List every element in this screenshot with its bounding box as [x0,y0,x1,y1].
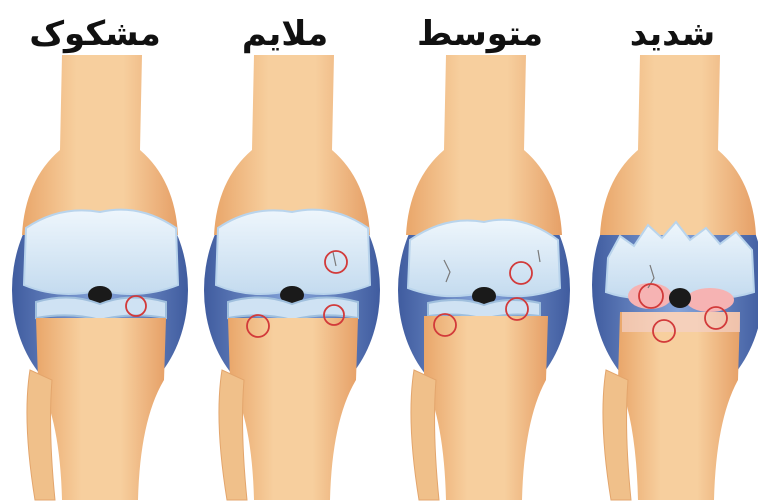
femur-bone [600,55,756,235]
tibia-bone [228,318,358,500]
fibula-bone [27,370,55,500]
femur-cartilage [24,210,178,294]
femur-cartilage [408,220,560,296]
knee-severe [592,55,758,500]
fibula-bone [603,370,631,500]
femur-cartilage [216,210,370,294]
tibia-bone [36,318,166,500]
femur-bone [214,55,370,235]
femur-bone [22,55,178,235]
knee-mild [204,55,380,500]
tibia-bone [618,312,740,500]
knee-moderate [398,55,570,500]
fibula-bone [219,370,247,500]
tibia-bone [424,316,548,500]
fibula-bone [411,370,439,500]
tibia-exposed-surface [622,312,740,332]
knee-suspected [12,55,188,500]
femur-bone [406,55,562,235]
inflamed-area [628,283,672,309]
intercondylar-notch [669,288,691,308]
